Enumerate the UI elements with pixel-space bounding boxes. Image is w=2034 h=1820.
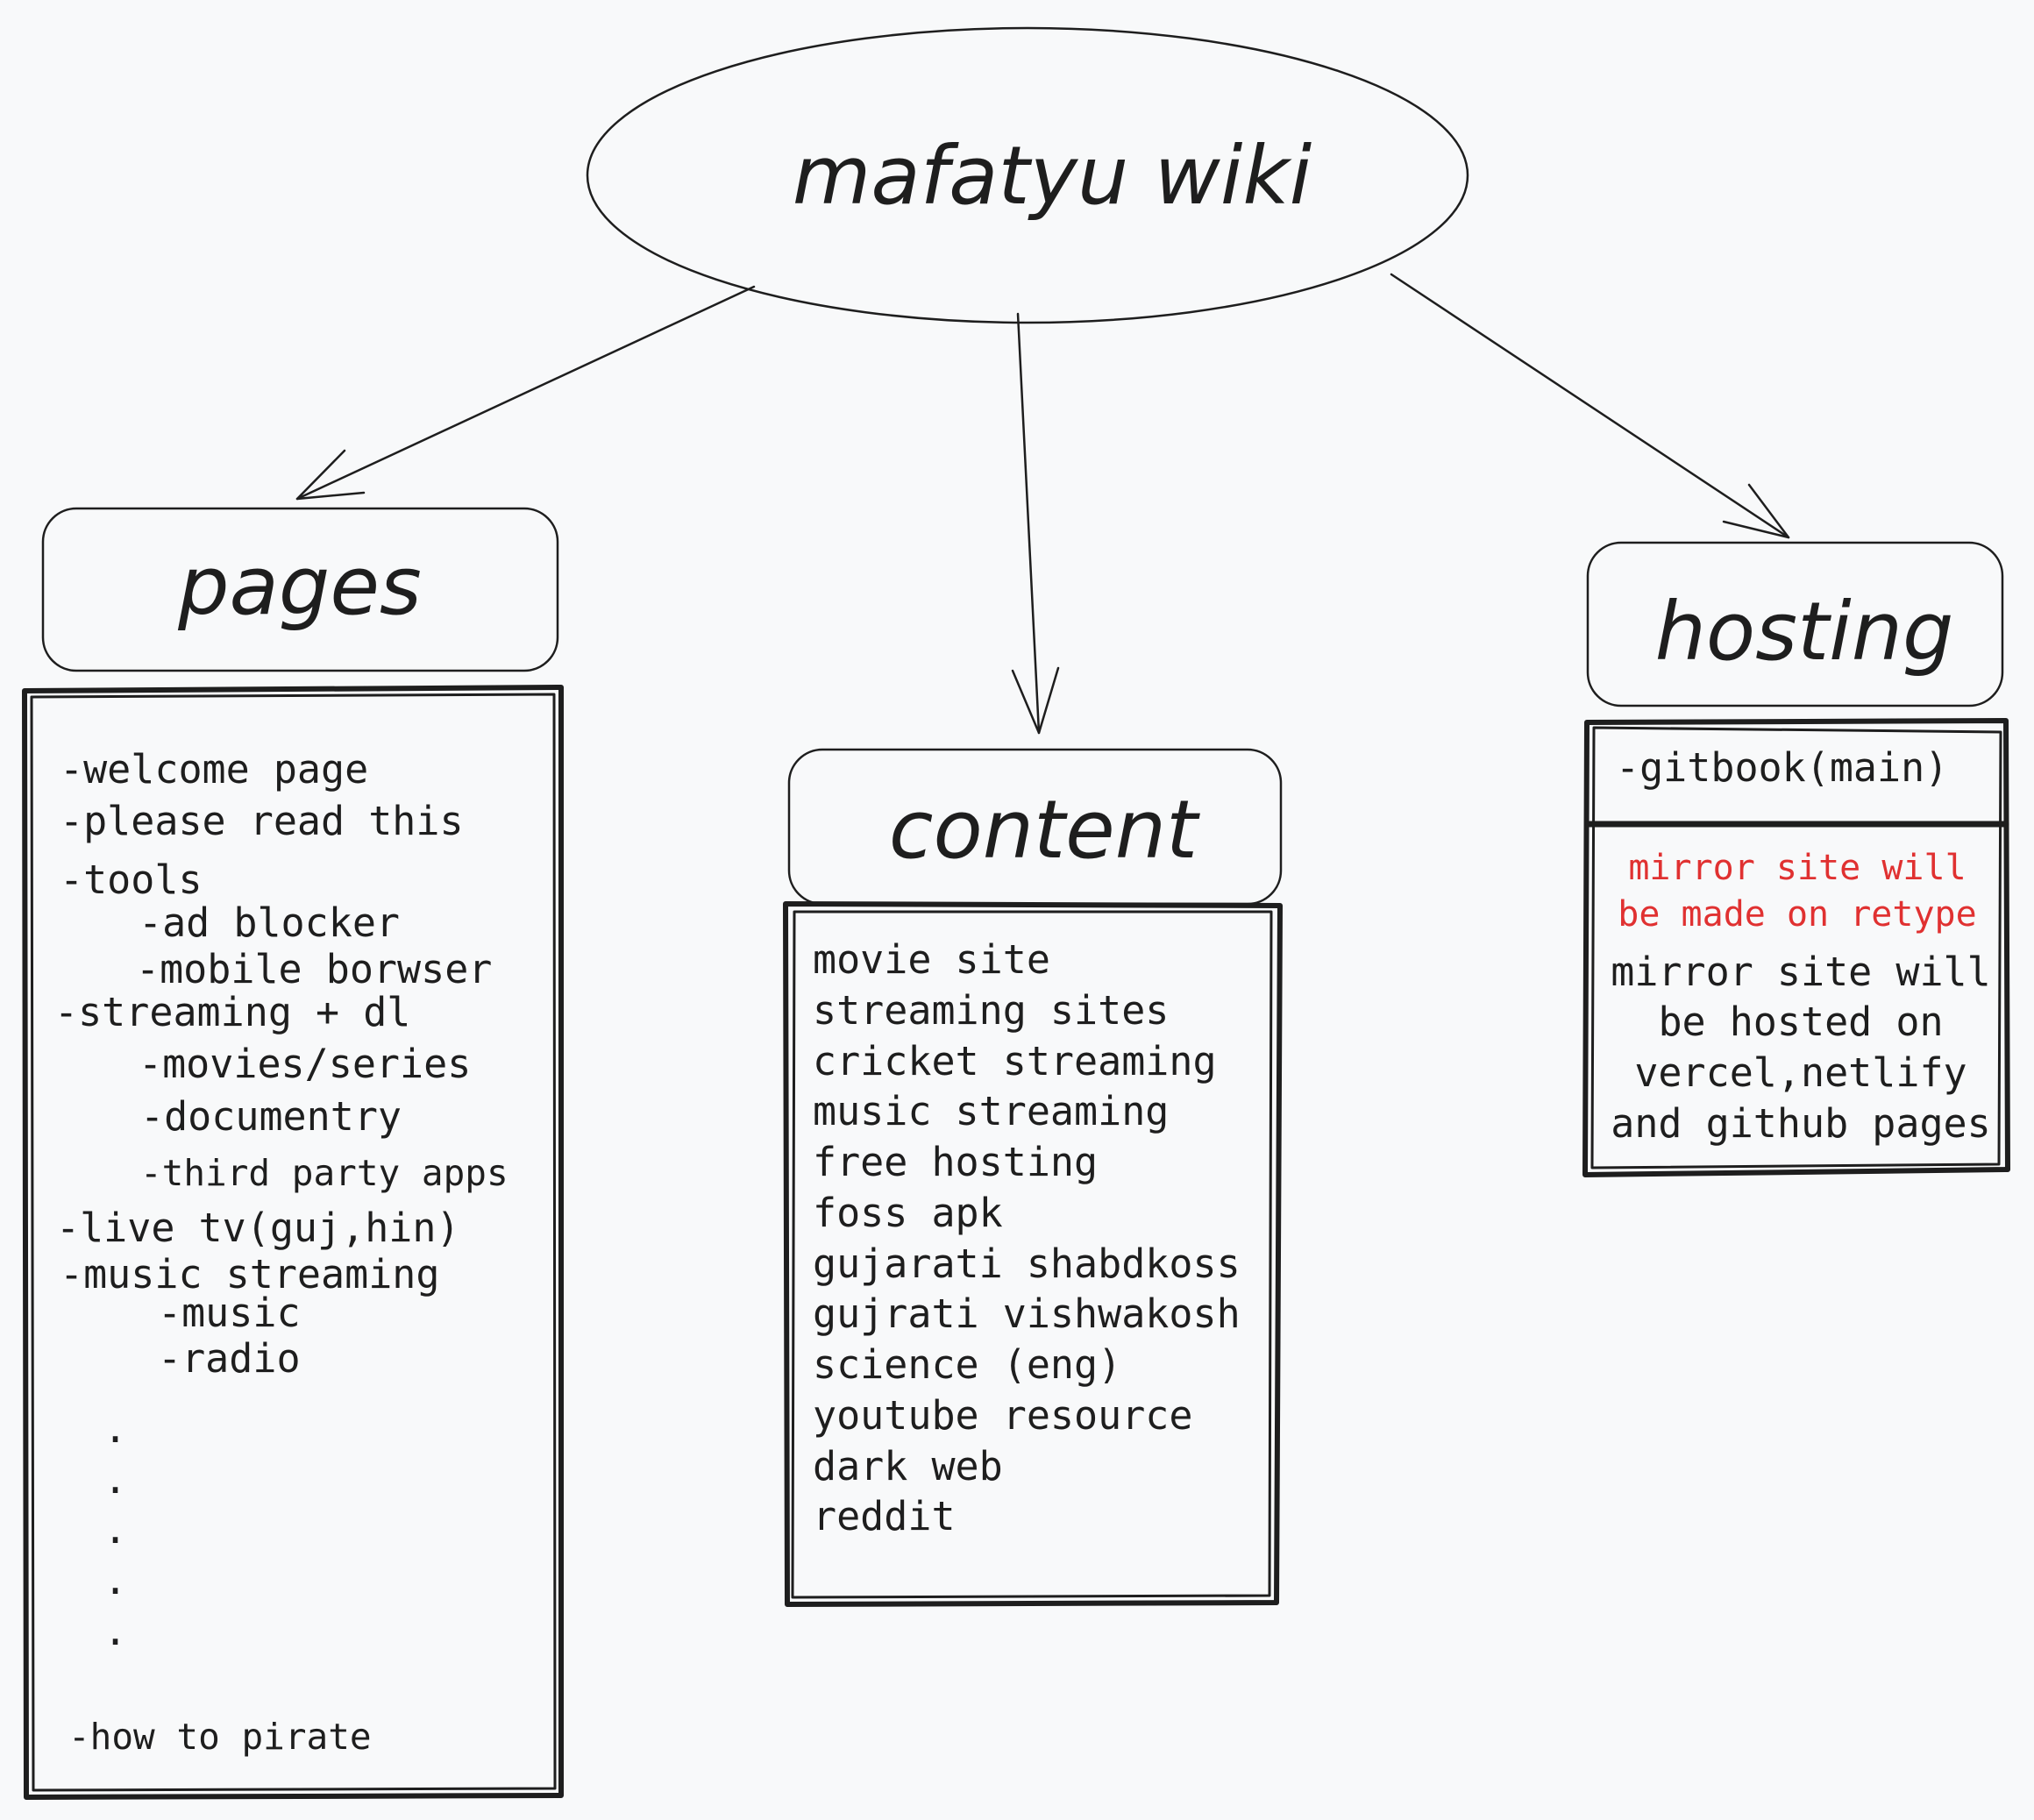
pages-list-border-inner bbox=[30, 693, 557, 1792]
pages-items: -welcome page -please read this -tools -… bbox=[54, 746, 508, 1758]
list-item[interactable]: -movies/series bbox=[139, 1041, 471, 1087]
list-item[interactable]: foss apk bbox=[813, 1190, 1003, 1236]
list-item[interactable]: dark web bbox=[813, 1443, 1003, 1489]
content-node[interactable]: content bbox=[787, 748, 1283, 906]
arrow-to-hosting[interactable] bbox=[1390, 273, 1790, 539]
list-item[interactable]: -mobile borwser bbox=[136, 946, 492, 992]
arrow-to-pages[interactable] bbox=[295, 285, 756, 501]
ellipsis-dot: . bbox=[103, 1506, 127, 1553]
list-item[interactable]: streaming sites bbox=[813, 987, 1169, 1034]
arrow-line bbox=[1016, 312, 1041, 735]
hosting-note-red-line: mirror site will bbox=[1628, 848, 1966, 888]
list-item[interactable]: -live tv(guj,hin) bbox=[56, 1205, 460, 1251]
pages-node[interactable]: pages bbox=[41, 507, 559, 672]
list-item[interactable]: -welcome page bbox=[60, 746, 368, 793]
content-items: movie site streaming sites cricket strea… bbox=[813, 936, 1241, 1539]
hosting-list: -gitbook(main) mirror site will be made … bbox=[1582, 718, 2010, 1177]
list-item[interactable]: -radio bbox=[158, 1335, 301, 1382]
list-item[interactable]: -streaming + dl bbox=[54, 989, 410, 1035]
root-ellipse bbox=[586, 26, 1469, 324]
ellipsis-dot: . bbox=[103, 1405, 127, 1452]
arrowhead-icon bbox=[1011, 666, 1060, 735]
list-item[interactable]: -music streaming bbox=[60, 1251, 439, 1297]
pages-list-border bbox=[22, 685, 564, 1800]
arrow-to-content[interactable] bbox=[1011, 312, 1060, 735]
list-item[interactable]: gujrati vishwakosh bbox=[813, 1290, 1241, 1337]
arrowhead-icon bbox=[295, 449, 366, 501]
list-item[interactable]: gujarati shabdkoss bbox=[813, 1241, 1241, 1287]
list-item[interactable]: movie site bbox=[813, 936, 1050, 983]
hosting-main[interactable]: -gitbook(main) bbox=[1616, 744, 1948, 791]
hosting-list-border-inner bbox=[1590, 726, 2002, 1169]
pages-list: -welcome page -please read this -tools -… bbox=[22, 685, 564, 1800]
hosting-list-border bbox=[1582, 718, 2010, 1177]
hosting-node[interactable]: hosting bbox=[1586, 541, 2004, 707]
list-item[interactable]: -how to pirate bbox=[68, 1716, 372, 1758]
arrow-line bbox=[295, 285, 756, 501]
list-item[interactable]: -music bbox=[158, 1290, 301, 1336]
root-node[interactable]: mafatyu wiki bbox=[586, 26, 1469, 324]
root-title: mafatyu wiki bbox=[793, 129, 1312, 223]
list-item[interactable]: -documentry bbox=[140, 1093, 402, 1140]
list-item[interactable]: cricket streaming bbox=[813, 1038, 1217, 1084]
hosting-note-line: vercel,netlify bbox=[1634, 1049, 1966, 1096]
list-item[interactable]: reddit bbox=[813, 1493, 956, 1539]
pages-label-box bbox=[41, 507, 559, 672]
list-item[interactable]: -tools bbox=[60, 857, 203, 903]
hosting-note-line: and github pages bbox=[1611, 1100, 1990, 1147]
list-item[interactable]: -please read this bbox=[60, 798, 464, 844]
hosting-label-box bbox=[1586, 541, 2004, 707]
list-item[interactable]: -third party apps bbox=[140, 1152, 508, 1194]
content-list-border-inner bbox=[791, 910, 1273, 1599]
hosting-label: hosting bbox=[1655, 585, 1954, 679]
hosting-note-line: be hosted on bbox=[1658, 999, 1943, 1045]
ellipsis-dot: . bbox=[103, 1608, 127, 1654]
content-list: movie site streaming sites cricket strea… bbox=[783, 901, 1283, 1607]
ellipsis-dot: . bbox=[103, 1456, 127, 1503]
list-item[interactable]: science (eng) bbox=[813, 1341, 1121, 1388]
ellipsis-dot: . bbox=[103, 1557, 127, 1603]
list-item[interactable]: free hosting bbox=[813, 1139, 1098, 1185]
content-label: content bbox=[889, 783, 1200, 877]
arrowhead-icon bbox=[1722, 483, 1790, 539]
arrow-line bbox=[1390, 273, 1790, 539]
hosting-note-red-line: be made on retype bbox=[1618, 894, 1976, 935]
content-list-border bbox=[783, 901, 1283, 1607]
hosting-note-line: mirror site will bbox=[1611, 949, 1990, 995]
pages-label: pages bbox=[177, 539, 422, 633]
list-item[interactable]: youtube resource bbox=[813, 1392, 1192, 1439]
list-item[interactable]: music streaming bbox=[813, 1088, 1169, 1134]
list-item[interactable]: -ad blocker bbox=[139, 899, 400, 946]
